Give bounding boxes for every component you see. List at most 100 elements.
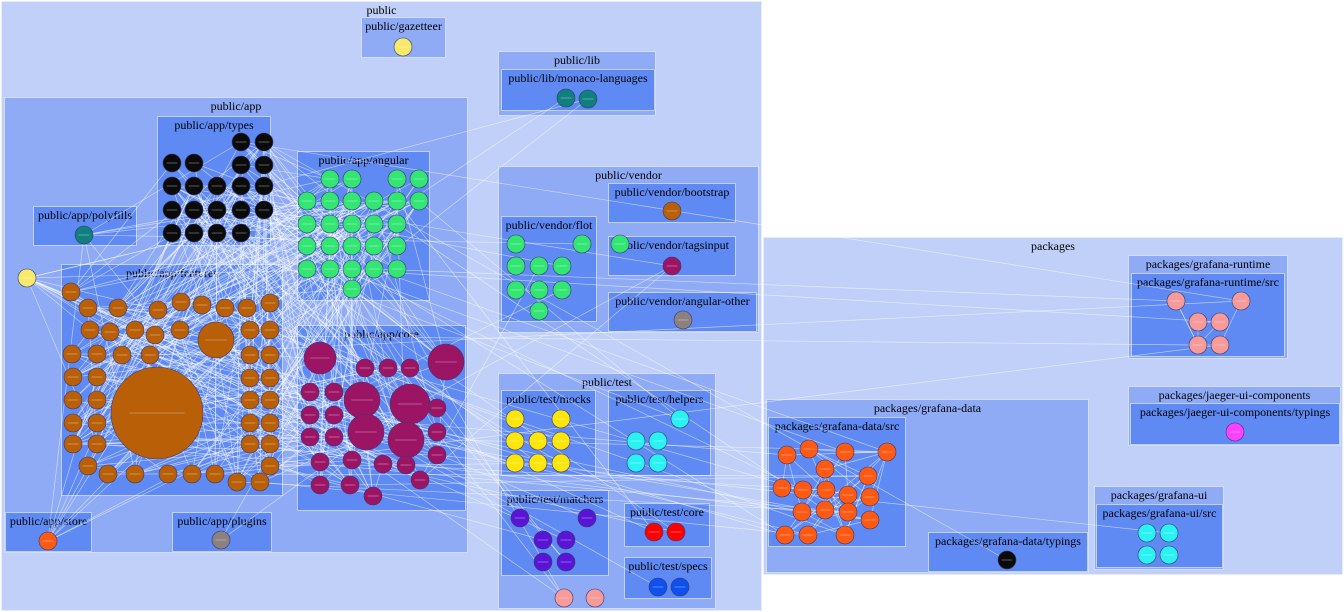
graph-edge bbox=[249, 399, 351, 486]
graph-edge bbox=[365, 431, 871, 521]
cluster-label: public bbox=[366, 3, 397, 17]
graph-edge bbox=[807, 519, 871, 536]
graph-edge bbox=[47, 209, 195, 542]
graph-edge bbox=[436, 431, 803, 513]
graph-edge bbox=[179, 329, 238, 483]
cluster-label: public/app/angular bbox=[318, 153, 409, 167]
graph-edge bbox=[70, 209, 218, 293]
graph-edge bbox=[263, 141, 1008, 561]
graph-edge bbox=[396, 178, 447, 363]
graph-edge bbox=[240, 232, 677, 533]
cluster-label: public/app/store bbox=[9, 514, 88, 528]
graph-edge bbox=[171, 209, 846, 453]
graph-edge bbox=[808, 448, 871, 498]
cluster-label: public/test/specs bbox=[628, 559, 708, 573]
cluster-label: public/vendor/flot bbox=[505, 218, 593, 232]
graph-edge bbox=[396, 200, 655, 533]
graph-edge bbox=[382, 463, 827, 491]
graph-edge bbox=[309, 414, 788, 456]
cluster-label: public/app/types bbox=[174, 118, 254, 132]
graph-edge bbox=[47, 185, 242, 542]
graph-edge bbox=[134, 329, 311, 393]
cluster-label: packages/grafana-data bbox=[873, 401, 982, 415]
graph-edge bbox=[240, 141, 331, 180]
graph-edge bbox=[319, 288, 353, 463]
graph-edge bbox=[418, 200, 681, 420]
cluster-label: packages/grafana-runtime bbox=[1145, 257, 1271, 271]
cluster-label: packages/jaeger-ui-components bbox=[1158, 388, 1311, 402]
graph-edge bbox=[191, 344, 1221, 475]
graph-edge bbox=[191, 443, 251, 475]
graph-edge bbox=[193, 209, 411, 405]
graph-edge bbox=[263, 185, 321, 359]
graph-edge bbox=[215, 339, 238, 483]
graph-edge bbox=[269, 465, 544, 541]
graph-edge bbox=[436, 431, 655, 533]
graph-edge bbox=[249, 422, 261, 483]
cluster-packages-grafana-runtime-src: packages/grafana-runtime/src bbox=[1131, 273, 1285, 357]
graph-edge bbox=[171, 232, 562, 464]
graph-edge bbox=[269, 178, 331, 445]
graph-edge bbox=[263, 141, 331, 270]
cluster-label: public/vendor/tagsinput bbox=[615, 238, 729, 252]
graph-edge bbox=[171, 185, 673, 267]
cluster-label: public/app/plugins bbox=[177, 514, 267, 528]
graph-edge bbox=[259, 367, 411, 483]
cluster-label: packages/grafana-ui bbox=[1110, 488, 1208, 502]
cluster-label: public/lib bbox=[554, 53, 600, 67]
graph-edge bbox=[808, 448, 869, 477]
graph-edge bbox=[246, 97, 567, 309]
graph-edge bbox=[70, 245, 308, 293]
cluster-packages-grafana-ui-src: packages/grafana-ui/src bbox=[1096, 504, 1223, 568]
graph-edge bbox=[96, 301, 182, 424]
cluster-label: public/gazetteer bbox=[365, 19, 442, 33]
graph-edge bbox=[246, 307, 366, 369]
cluster-label: public/vendor/bootstrap bbox=[614, 185, 730, 199]
graph-edge bbox=[134, 443, 251, 475]
cluster-label: packages/grafana-data/src bbox=[774, 419, 900, 433]
graph-edge bbox=[263, 209, 308, 247]
graph-edge bbox=[249, 329, 804, 491]
graph-edge bbox=[26, 277, 91, 331]
cluster-label: public/test/matchers bbox=[506, 492, 604, 506]
cluster-label: public/test/core bbox=[630, 505, 704, 519]
graph-edge bbox=[154, 334, 1199, 346]
cluster-label: public/vendor bbox=[595, 168, 662, 182]
graph-edge bbox=[83, 141, 242, 236]
cluster-label: packages/grafana-ui/src bbox=[1102, 506, 1217, 520]
cluster-label: packages/grafana-runtime/src bbox=[1137, 275, 1279, 289]
graph-edge bbox=[70, 162, 173, 293]
cluster-label: public/app/polyfills bbox=[38, 208, 132, 222]
cluster-public-app-plugins: public/app/plugins bbox=[172, 512, 272, 552]
cluster-public-lib-monaco-languages: public/lib/monaco-languages bbox=[501, 69, 655, 111]
graph-edge bbox=[134, 422, 251, 475]
graph-edge bbox=[263, 141, 308, 202]
cluster-label: public/lib/monaco-languages bbox=[508, 71, 648, 85]
graph-edge bbox=[72, 178, 331, 378]
cluster-label: public/test/mocks bbox=[506, 392, 591, 406]
graph-edge bbox=[70, 291, 271, 424]
graph-edge bbox=[117, 178, 331, 309]
graph-edge bbox=[71, 353, 809, 536]
graph-edge bbox=[47, 331, 111, 542]
graph-edge bbox=[786, 454, 803, 513]
graph-edge bbox=[784, 451, 846, 536]
cluster-label: packages bbox=[1031, 239, 1075, 253]
cluster-label: public/test bbox=[582, 375, 632, 389]
graph-edge bbox=[824, 468, 846, 536]
graph-edge bbox=[193, 232, 681, 420]
graph-edge bbox=[329, 268, 1221, 323]
graph-edge bbox=[149, 164, 242, 356]
graph-edge bbox=[351, 288, 447, 363]
graph-edge bbox=[236, 481, 849, 513]
cluster-label: packages/jaeger-ui-components/typings bbox=[1139, 405, 1331, 419]
graph-edge bbox=[419, 265, 673, 481]
graph-edge bbox=[214, 473, 869, 477]
graph-edge bbox=[259, 209, 265, 483]
graph-edge bbox=[179, 185, 242, 331]
graph-edge bbox=[26, 277, 98, 445]
graph-edge bbox=[193, 141, 265, 234]
cluster-label: public/app bbox=[210, 99, 262, 113]
graph-edge bbox=[149, 300, 1242, 356]
